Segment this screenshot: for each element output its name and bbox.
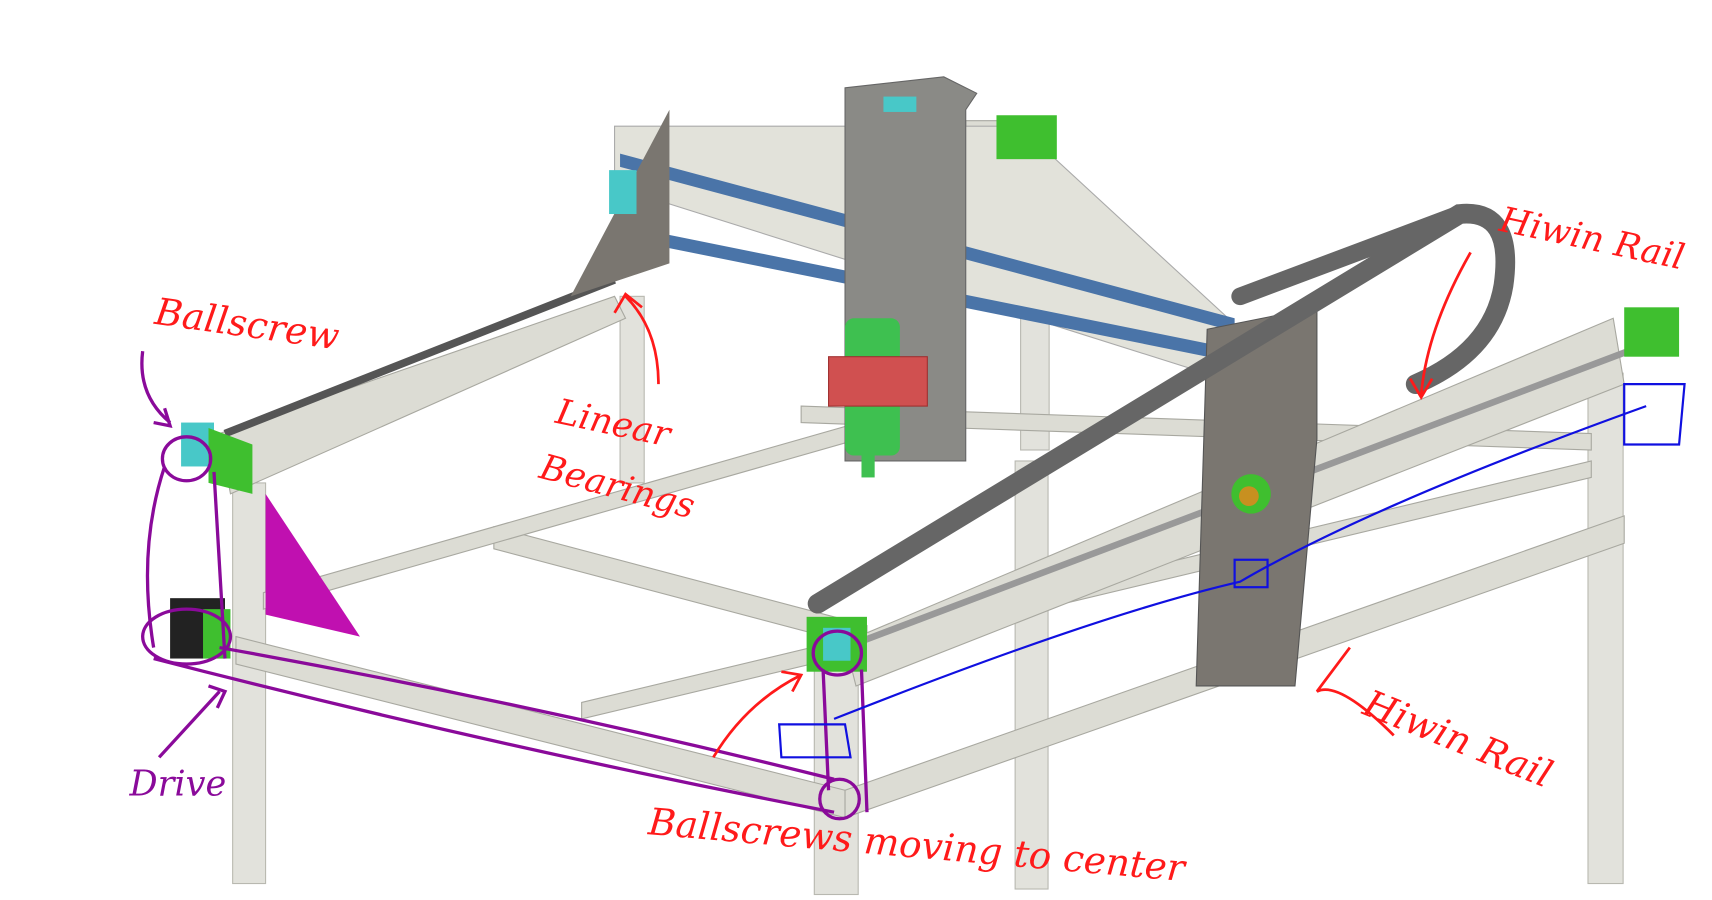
label-linear: Linear	[551, 391, 676, 456]
label-hiwin-rail-bottom: Hiwin Rail	[1357, 681, 1559, 797]
annotation-arrows	[613, 251, 1472, 759]
drive-annotation-marks	[140, 351, 869, 821]
cable-chain	[807, 203, 1516, 614]
label-ballscrews-center: Ballscrews moving to center	[646, 799, 1189, 890]
z-axis-spindle	[828, 76, 978, 478]
ballscrew-left	[223, 276, 616, 438]
label-ballscrew: Ballscrew	[151, 289, 342, 359]
label-drive: Drive	[128, 764, 226, 805]
gusset-plate	[265, 493, 360, 637]
label-hiwin-rail-top: Hiwin Rail	[1495, 199, 1688, 278]
ballscrew-path-marks	[778, 383, 1686, 759]
